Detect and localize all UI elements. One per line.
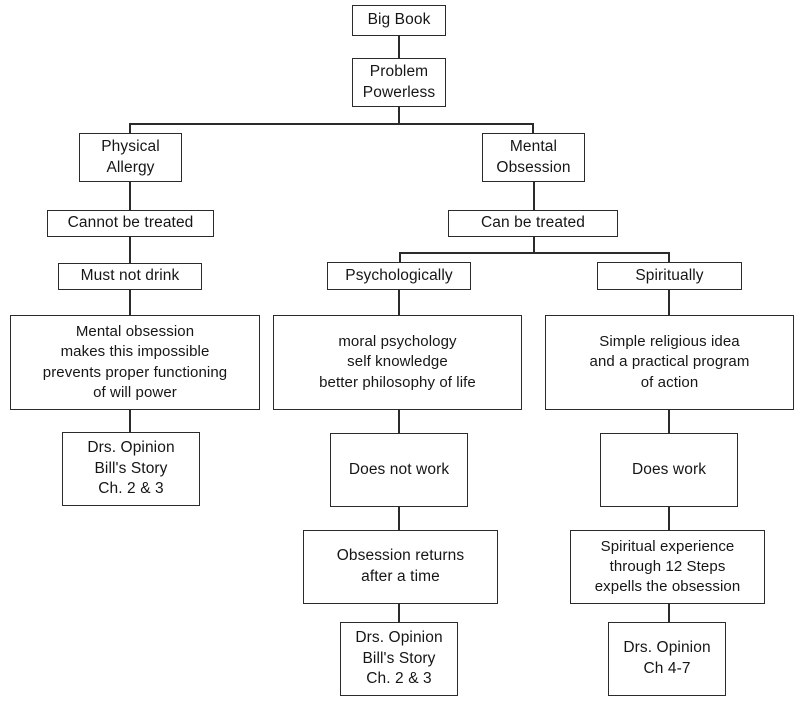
edge-canbe-to-split bbox=[533, 236, 535, 253]
node-must-not-drink[interactable]: Must not drink bbox=[58, 263, 202, 290]
edge-doeswork-to-experience bbox=[668, 506, 670, 531]
node-physical-allergy[interactable]: Physical Allergy bbox=[79, 133, 182, 182]
edge-doesnotwork-to-returns bbox=[398, 506, 400, 531]
node-big-book[interactable]: Big Book bbox=[352, 5, 446, 36]
node-obsession-returns[interactable]: Obsession returns after a time bbox=[303, 530, 498, 604]
edge-split-right-drop bbox=[532, 123, 534, 134]
node-cannot-be-treated[interactable]: Cannot be treated bbox=[47, 210, 214, 237]
edge-split-psych-drop bbox=[399, 252, 401, 263]
node-does-work[interactable]: Does work bbox=[600, 433, 738, 507]
node-spiritual-experience[interactable]: Spiritual experience through 12 Steps ex… bbox=[570, 530, 765, 604]
node-psychologically[interactable]: Psychologically bbox=[327, 262, 471, 290]
edge-split-bar-top bbox=[129, 123, 533, 125]
edge-obsession-to-canbe bbox=[533, 181, 535, 211]
node-middle-reference[interactable]: Drs. Opinion Bill's Story Ch. 2 & 3 bbox=[340, 622, 458, 696]
edge-allergy-to-cannot bbox=[129, 181, 131, 211]
edge-psych-to-methods bbox=[398, 289, 400, 316]
node-left-reference[interactable]: Drs. Opinion Bill's Story Ch. 2 & 3 bbox=[62, 432, 200, 506]
edge-split-spirit-drop bbox=[668, 252, 670, 263]
edge-spirit-to-methods bbox=[668, 289, 670, 316]
edge-cannot-to-mustnot bbox=[129, 236, 131, 264]
node-problem-powerless[interactable]: Problem Powerless bbox=[352, 58, 446, 107]
edge-split-left-drop bbox=[129, 123, 131, 134]
edge-mustnot-to-detail bbox=[129, 289, 131, 316]
edge-bigbook-to-problem bbox=[398, 35, 400, 58]
edge-split-bar-treatment bbox=[399, 252, 669, 254]
node-does-not-work[interactable]: Does not work bbox=[330, 433, 468, 507]
edge-methods-to-doesnotwork bbox=[398, 409, 400, 434]
node-mental-obsession[interactable]: Mental Obsession bbox=[482, 133, 585, 182]
edge-experience-to-rightref bbox=[668, 603, 670, 623]
edge-problem-to-split bbox=[398, 106, 400, 124]
node-mental-obsession-detail[interactable]: Mental obsession makes this impossible p… bbox=[10, 315, 260, 410]
edge-methods-to-doeswork bbox=[668, 409, 670, 434]
node-spiritually[interactable]: Spiritually bbox=[597, 262, 742, 290]
node-right-reference[interactable]: Drs. Opinion Ch 4-7 bbox=[608, 622, 726, 696]
node-psychological-methods[interactable]: moral psychology self knowledge better p… bbox=[273, 315, 522, 410]
edge-detail-to-leftref bbox=[129, 409, 131, 433]
edge-returns-to-midref bbox=[398, 603, 400, 623]
node-spiritual-methods[interactable]: Simple religious idea and a practical pr… bbox=[545, 315, 794, 410]
node-can-be-treated[interactable]: Can be treated bbox=[448, 210, 618, 237]
